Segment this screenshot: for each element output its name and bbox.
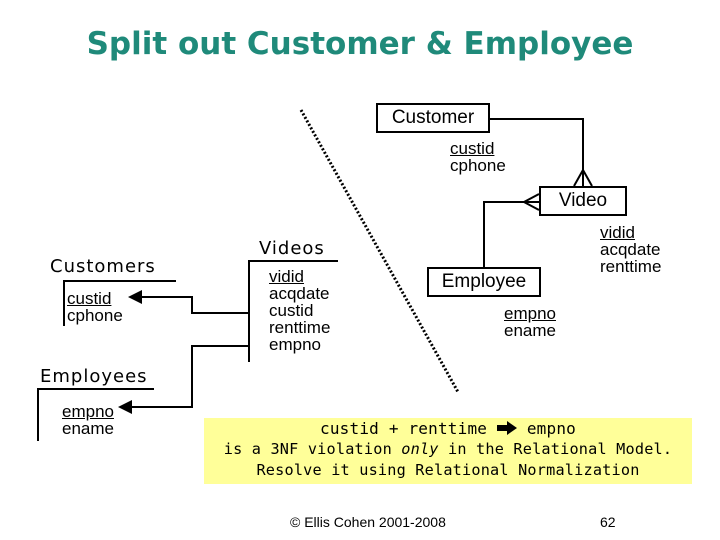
col-videos-vidid: vidid xyxy=(269,267,304,286)
divider-line xyxy=(299,109,460,393)
customer-video-relationship xyxy=(490,118,584,186)
page-number: 62 xyxy=(600,514,616,530)
col-videos-empno: empno xyxy=(269,335,321,354)
crowfoot-customer-video-right xyxy=(582,169,593,187)
attr-customer-custid: custid xyxy=(450,139,495,158)
entity-customer: Customer xyxy=(376,103,490,133)
col-customers-cphone: cphone xyxy=(67,306,123,325)
attr-employee-empno: empno xyxy=(504,304,556,323)
customers-table-border xyxy=(63,280,176,326)
crowfoot-customer-video-left xyxy=(573,169,584,187)
entity-video: Video xyxy=(539,186,627,216)
entity-customer-name: Customer xyxy=(391,107,475,128)
entity-video-attributes: vidid acqdate renttime xyxy=(600,224,661,275)
table-customers-name: Customers xyxy=(50,256,156,277)
attr-video-vidid: vidid xyxy=(600,223,635,242)
col-customers-custid: custid xyxy=(67,289,112,308)
copyright-text: © Ellis Cohen 2001-2008 xyxy=(290,514,446,530)
col-videos-acqdate: acqdate xyxy=(269,284,330,303)
note-line-2-emphasis: only xyxy=(401,440,439,458)
videos-table-border xyxy=(248,260,338,362)
col-employees-empno: empno xyxy=(62,402,114,421)
entity-video-name: Video xyxy=(558,190,608,211)
fk-empno-arrowhead xyxy=(118,400,132,414)
entity-employee: Employee xyxy=(427,267,541,297)
note-dependency-left: custid + renttime xyxy=(319,419,488,438)
entity-employee-name: Employee xyxy=(441,271,527,292)
note-line-2-after: in the Relational Model. xyxy=(448,440,673,458)
attr-customer-cphone: cphone xyxy=(450,156,506,175)
fk-empno-line xyxy=(120,345,249,408)
attr-video-renttime: renttime xyxy=(600,257,662,276)
table-employees-columns: empno ename xyxy=(62,403,114,437)
crowfoot-employee-video-bottom xyxy=(523,201,540,211)
slide-title: Split out Customer & Employee xyxy=(86,26,634,62)
entity-employee-attributes: empno ename xyxy=(504,305,556,339)
normalization-note: custid + renttime empno is a 3NF violati… xyxy=(204,418,692,484)
table-customers-columns: custid cphone xyxy=(67,290,123,324)
note-line-3: Resolve it using Relational Normalizatio… xyxy=(256,461,640,479)
right-arrow-icon xyxy=(497,421,517,435)
employees-table-border xyxy=(37,388,154,441)
note-line-1: custid + renttime empno xyxy=(204,418,692,439)
employee-video-relationship xyxy=(483,201,539,268)
table-employees-name: Employees xyxy=(40,366,148,387)
entity-customer-attributes: custid cphone xyxy=(450,140,506,174)
fk-custid-arrowhead xyxy=(128,290,142,304)
crowfoot-employee-video-top xyxy=(523,193,540,203)
note-line-2-before: is a 3NF violation xyxy=(223,440,392,458)
col-videos-renttime: renttime xyxy=(269,318,331,337)
col-videos-custid: custid xyxy=(269,301,314,320)
table-videos-name: Videos xyxy=(259,238,325,259)
table-videos-columns: vidid acqdate custid renttime empno xyxy=(269,268,330,353)
fk-custid-line xyxy=(130,296,249,314)
note-dependency-right: empno xyxy=(526,419,577,438)
note-line-2: is a 3NF violation only in the Relationa… xyxy=(204,439,692,460)
attr-employee-ename: ename xyxy=(504,321,556,340)
col-employees-ename: ename xyxy=(62,419,114,438)
attr-video-acqdate: acqdate xyxy=(600,240,661,259)
